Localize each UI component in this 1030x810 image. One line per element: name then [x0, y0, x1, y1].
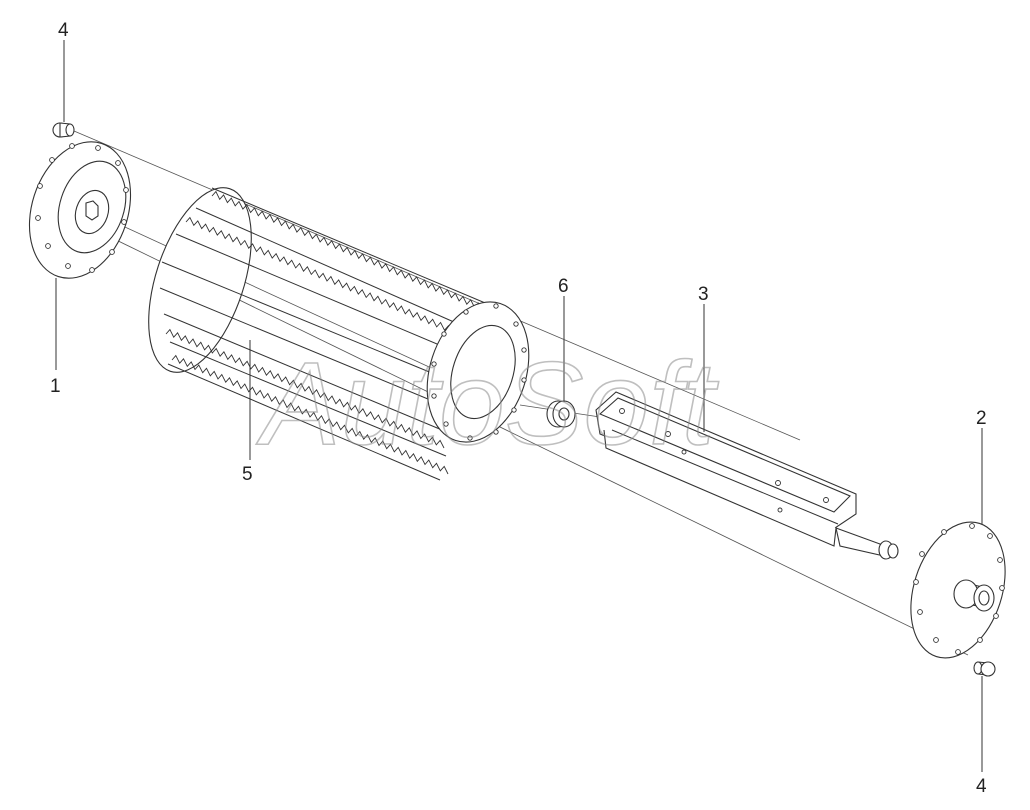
teeth-row-3: [165, 328, 445, 449]
callout-3: 3: [698, 284, 709, 305]
teeth-row-2: [185, 216, 469, 341]
callout-6: 6: [558, 276, 569, 297]
teeth-row-4: [171, 354, 449, 475]
callout-5: 5: [242, 464, 253, 485]
teeth-row-1: [211, 190, 491, 315]
shaft: [595, 391, 899, 560]
callout-4-top: 4: [58, 20, 69, 41]
drum-flange-holes: [431, 303, 527, 441]
callout-labels: 4 1 5 6 3 2 4: [50, 20, 987, 797]
bolt-bottom-right: [973, 661, 996, 677]
watermark: AutoSoft: [256, 338, 719, 470]
bolt-top-left: [52, 122, 75, 138]
leader-lines: [55, 40, 983, 772]
flange-holes-left: [35, 143, 129, 273]
flange-plate-right: [910, 521, 1006, 659]
bushing: [546, 400, 576, 428]
assembly-axis-lines: [73, 130, 969, 656]
callout-1: 1: [50, 376, 61, 397]
toothed-drum: [148, 187, 530, 481]
flange-plate-left: [28, 141, 132, 279]
drum-teeth: [165, 190, 491, 475]
flange-holes-right: [913, 523, 1005, 655]
callout-4-bottom: 4: [976, 776, 987, 797]
drum-blades: [159, 207, 473, 457]
callout-2: 2: [976, 408, 987, 429]
